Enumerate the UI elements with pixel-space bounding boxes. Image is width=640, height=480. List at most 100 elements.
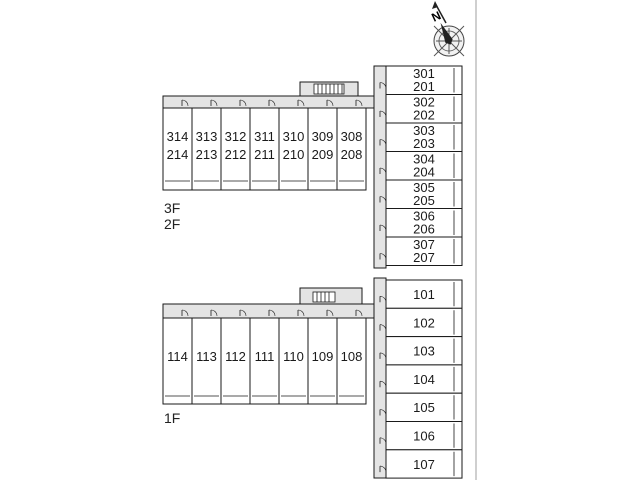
unit-cell: 112: [220, 317, 251, 405]
door-swing-icon: [239, 309, 247, 317]
upper-stair-icon: [313, 83, 345, 95]
upper-west-unit-row: 3142143132133122123112113102103092093082…: [162, 99, 367, 191]
unit-cell: 106: [385, 421, 463, 451]
door-swing-icon: [181, 99, 189, 107]
unit-number: 113: [196, 349, 217, 364]
unit-outline: [385, 336, 463, 366]
door-swing-icon: [379, 409, 387, 416]
unit-number-lower: 205: [413, 193, 435, 208]
unit-number-upper: 304: [413, 152, 435, 167]
door-swing-icon: [210, 99, 218, 107]
unit-outline: [385, 236, 463, 266]
unit-number-upper: 312: [225, 129, 247, 144]
door-swing-icon: [355, 99, 363, 107]
unit-number-lower: 208: [341, 147, 363, 162]
unit-number-lower: 213: [196, 147, 218, 162]
unit-cell: 103: [385, 336, 463, 366]
door-swing-icon: [379, 465, 387, 473]
unit-number-upper: 313: [196, 129, 218, 144]
unit-number-upper: 303: [413, 123, 435, 138]
unit-number: 108: [341, 349, 363, 364]
door-swing-icon: [379, 167, 387, 175]
unit-number: 106: [413, 429, 435, 444]
unit-number-lower: 203: [413, 136, 435, 151]
door-swing-icon: [297, 99, 305, 107]
unit-cell: 104: [385, 364, 463, 394]
unit-number: 103: [413, 344, 435, 359]
unit-number: 105: [413, 400, 435, 415]
unit-number: 104: [413, 372, 435, 387]
unit-outline: [385, 122, 463, 152]
upper-east-corridor: [373, 65, 387, 269]
door-swing-icon: [326, 99, 334, 107]
unit-number-upper: 306: [413, 209, 435, 224]
unit-outline: [249, 107, 280, 191]
unit-cell: 105: [385, 392, 463, 423]
unit-number-lower: 206: [413, 222, 435, 237]
unit-number: 102: [413, 315, 435, 330]
unit-cell: 109: [307, 317, 338, 405]
door-swing-icon: [379, 196, 387, 203]
unit-number-lower: 210: [283, 147, 305, 162]
unit-cell: 107: [385, 449, 463, 479]
unit-number-upper: 310: [283, 129, 305, 144]
door-swing-icon: [181, 309, 189, 317]
door-swing-icon: [379, 224, 387, 232]
lower-east-unit-row: 101 102 103 104 105 106 107: [379, 279, 463, 479]
unit-number-lower: 209: [312, 147, 334, 162]
unit-number-upper: 301: [413, 66, 435, 81]
unit-outline: [220, 317, 251, 405]
unit-number-lower: 207: [413, 250, 435, 265]
unit-number: 101: [413, 287, 435, 302]
door-swing-icon: [379, 295, 387, 303]
unit-number-upper: 305: [413, 180, 435, 195]
floor-label-3f: 3F: [164, 200, 181, 216]
unit-cell: 114: [162, 317, 193, 405]
unit-cell: 111: [249, 317, 280, 405]
door-swing-icon: [379, 253, 387, 260]
unit-cell: 113: [191, 317, 222, 405]
unit-outline: [307, 107, 338, 191]
floor-label-1f: 1F: [164, 410, 181, 426]
lower-stair-icon: [312, 291, 336, 303]
unit-outline: [385, 449, 463, 479]
door-swing-icon: [355, 309, 363, 317]
floor-label-2f: 2F: [164, 216, 181, 232]
unit-number-upper: 307: [413, 237, 435, 252]
unit-outline: [385, 65, 463, 95]
unit-outline: [278, 317, 309, 405]
door-swing-icon: [379, 352, 387, 359]
door-swing-icon: [379, 324, 387, 331]
unit-outline: [385, 364, 463, 394]
unit-outline: [385, 208, 463, 238]
door-swing-icon: [268, 99, 276, 107]
unit-number-upper: 302: [413, 95, 435, 110]
unit-outline: [336, 107, 367, 191]
unit-number: 111: [255, 349, 275, 364]
lower-west-corridor: [162, 303, 378, 319]
unit-outline: [385, 179, 463, 209]
unit-outline: [385, 94, 463, 124]
unit-cell: 102: [385, 307, 463, 338]
unit-outline: [278, 107, 309, 191]
door-swing-icon: [297, 309, 305, 317]
unit-cell: 108: [336, 317, 367, 405]
unit-number-lower: 212: [225, 147, 247, 162]
unit-number: 109: [312, 349, 334, 364]
upper-west-corridor: [162, 95, 378, 109]
unit-outline: [162, 107, 193, 191]
door-swing-icon: [379, 437, 387, 444]
unit-cell: 101: [385, 279, 463, 309]
unit-outline: [385, 279, 463, 309]
unit-cell: 110: [278, 317, 309, 405]
unit-number-upper: 308: [341, 129, 363, 144]
unit-outline: [307, 317, 338, 405]
